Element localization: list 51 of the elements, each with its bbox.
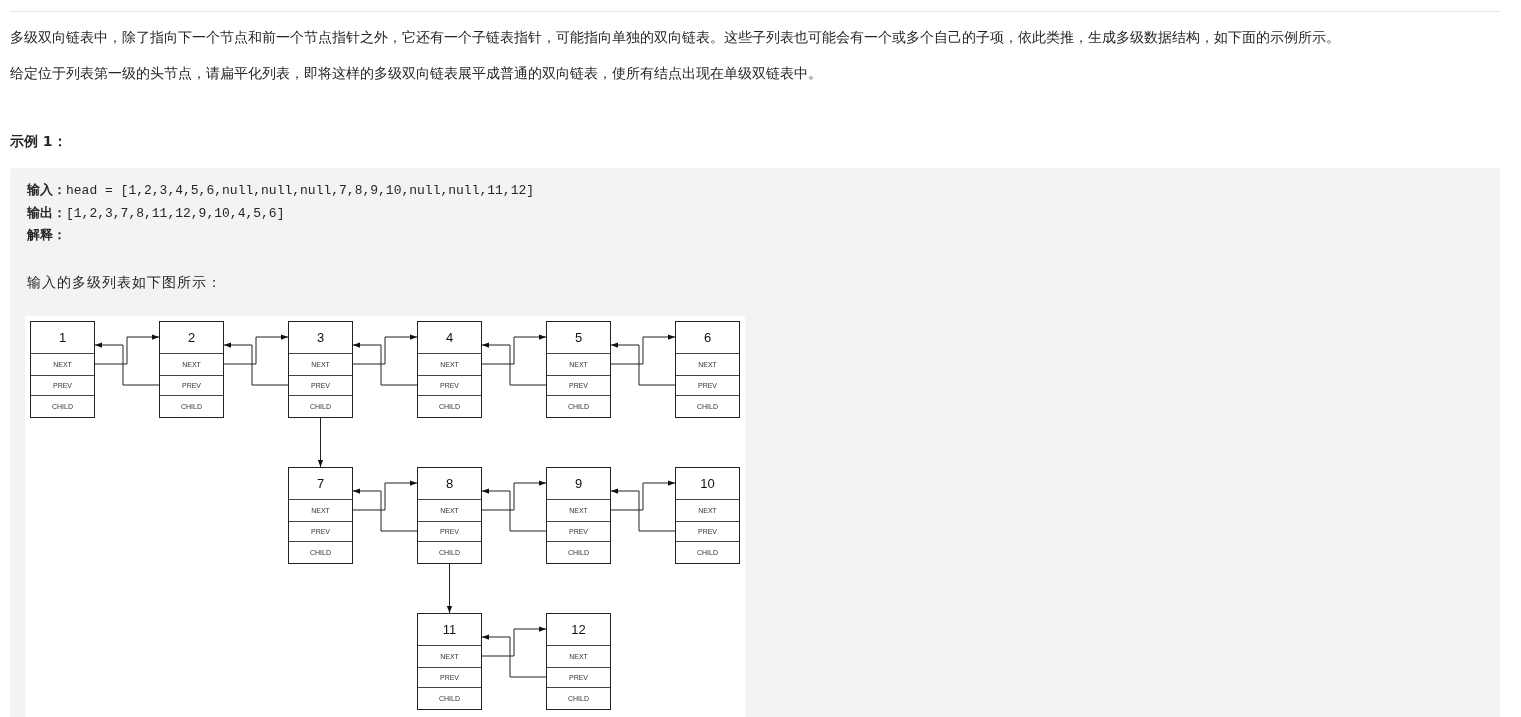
list-node-box bbox=[30, 321, 95, 418]
pointer-arrow bbox=[94, 342, 160, 386]
pointer-arrow bbox=[610, 334, 676, 365]
node-value: 9 bbox=[573, 475, 584, 494]
list-node-box bbox=[288, 467, 353, 564]
pointer-arrow bbox=[610, 480, 676, 511]
code-line: 输出：[1,2,3,7,8,11,12,9,10,4,5,6] bbox=[27, 204, 285, 223]
code-line: 输入：head = [1,2,3,4,5,6,null,null,null,7,8,9,10,null,null,11,12] bbox=[27, 181, 535, 200]
pointer-arrow bbox=[317, 417, 324, 468]
list-node-box bbox=[546, 613, 611, 710]
list-node-box bbox=[546, 467, 611, 564]
node-value: 6 bbox=[702, 329, 713, 348]
pointer-arrow bbox=[352, 342, 418, 386]
list-node-box bbox=[675, 321, 740, 418]
node-value: 4 bbox=[444, 329, 455, 348]
node-value: 1 bbox=[57, 329, 68, 348]
pointer-arrow bbox=[481, 342, 547, 386]
node-value: 5 bbox=[573, 329, 584, 348]
pointer-arrow bbox=[481, 634, 547, 678]
node-value: 12 bbox=[570, 621, 587, 640]
list-node-box bbox=[159, 321, 224, 418]
list-node-box bbox=[417, 613, 482, 710]
node-value: 8 bbox=[444, 475, 455, 494]
pointer-arrow bbox=[352, 480, 418, 511]
node-value: 3 bbox=[315, 329, 326, 348]
pointer-arrow bbox=[223, 334, 289, 365]
list-node-box bbox=[675, 467, 740, 564]
pointer-arrow bbox=[481, 480, 547, 511]
pointer-arrow bbox=[481, 488, 547, 532]
node-value: 7 bbox=[315, 475, 326, 494]
list-node-box bbox=[546, 321, 611, 418]
pointer-arrow bbox=[610, 342, 676, 386]
pointer-arrow bbox=[446, 563, 453, 614]
node-value: 2 bbox=[186, 329, 197, 348]
pointer-arrow bbox=[610, 488, 676, 532]
description-paragraph: 多级双向链表中，除了指向下一个节点和前一个节点指针之外，它还有一个子链表指针，可能指向单独的双向链表。这些子列表也可能会有一个或多个自己的子项，依此类推，生成多级数据结构，如下面的示例所示。 bbox=[10, 28, 1340, 47]
pointer-arrow bbox=[94, 334, 160, 365]
list-node-box bbox=[417, 467, 482, 564]
description-paragraph: 给定位于列表第一级的头节点，请扁平化列表，即将这样的多级双向链表展平成普通的双向链表，使所有结点出现在单级双链表中。 bbox=[10, 64, 822, 83]
pointer-arrow bbox=[352, 334, 418, 365]
pointer-arrow bbox=[223, 342, 289, 386]
list-node-box bbox=[417, 321, 482, 418]
explanation-label: 解释： bbox=[27, 227, 66, 245]
pointer-arrow bbox=[481, 626, 547, 657]
node-value: 11 bbox=[441, 621, 458, 640]
node-value: 10 bbox=[699, 475, 716, 494]
figure-caption: 输入的多级列表如下图所示： bbox=[27, 274, 222, 292]
example-heading: 示例 1： bbox=[10, 133, 67, 151]
pointer-arrow bbox=[352, 488, 418, 532]
list-node-box bbox=[288, 321, 353, 418]
pointer-arrow bbox=[481, 334, 547, 365]
